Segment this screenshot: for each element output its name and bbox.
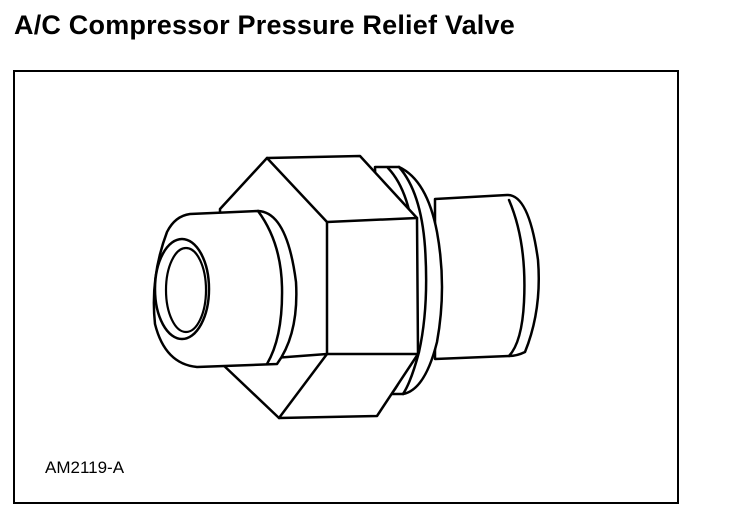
left-stub-bore-inner — [164, 246, 208, 334]
relief-valve-illustration — [152, 154, 541, 420]
page-title: A/C Compressor Pressure Relief Valve — [14, 10, 515, 40]
figure-code-label: AM2119-A — [45, 458, 125, 477]
right-stub — [433, 193, 541, 361]
figure-frame: AM2119-A — [13, 70, 679, 504]
left-stub — [152, 209, 298, 369]
